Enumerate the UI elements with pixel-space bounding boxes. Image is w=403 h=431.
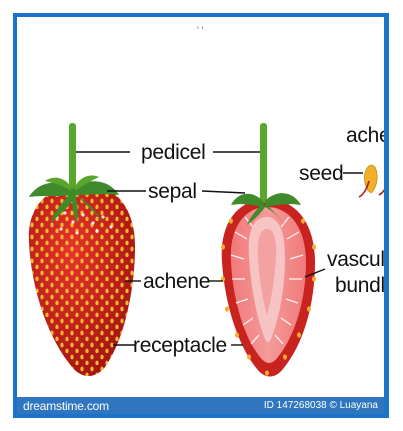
label-seed: seed bbox=[299, 163, 343, 184]
label-vascular: vascular bbox=[327, 249, 384, 270]
whole-pedicel bbox=[69, 123, 76, 193]
whole-strawberry bbox=[29, 123, 135, 376]
label-pedicel: pedicel bbox=[141, 142, 205, 163]
cut-pedicel bbox=[260, 123, 267, 203]
label-bundles: bundles bbox=[335, 275, 384, 296]
leader-sepal-right bbox=[202, 191, 245, 193]
label-achene: achene bbox=[143, 271, 210, 292]
footer-bar: dreamstime.com ID 147268038 © Luayana bbox=[17, 397, 384, 414]
label-achene-top: achene bbox=[346, 125, 384, 146]
footer-id: ID 147268038 © Luayana bbox=[264, 400, 378, 411]
footer-logo: dreamstime.com bbox=[23, 399, 109, 413]
label-receptacle: receptacle bbox=[133, 335, 227, 356]
seed-illustrations bbox=[359, 163, 384, 197]
whole-berry-seeds bbox=[29, 185, 135, 376]
label-sepal: sepal bbox=[148, 181, 197, 202]
image-frame: ʻ ʻ bbox=[13, 13, 389, 418]
diagram-canvas: ʻ ʻ bbox=[17, 17, 384, 397]
